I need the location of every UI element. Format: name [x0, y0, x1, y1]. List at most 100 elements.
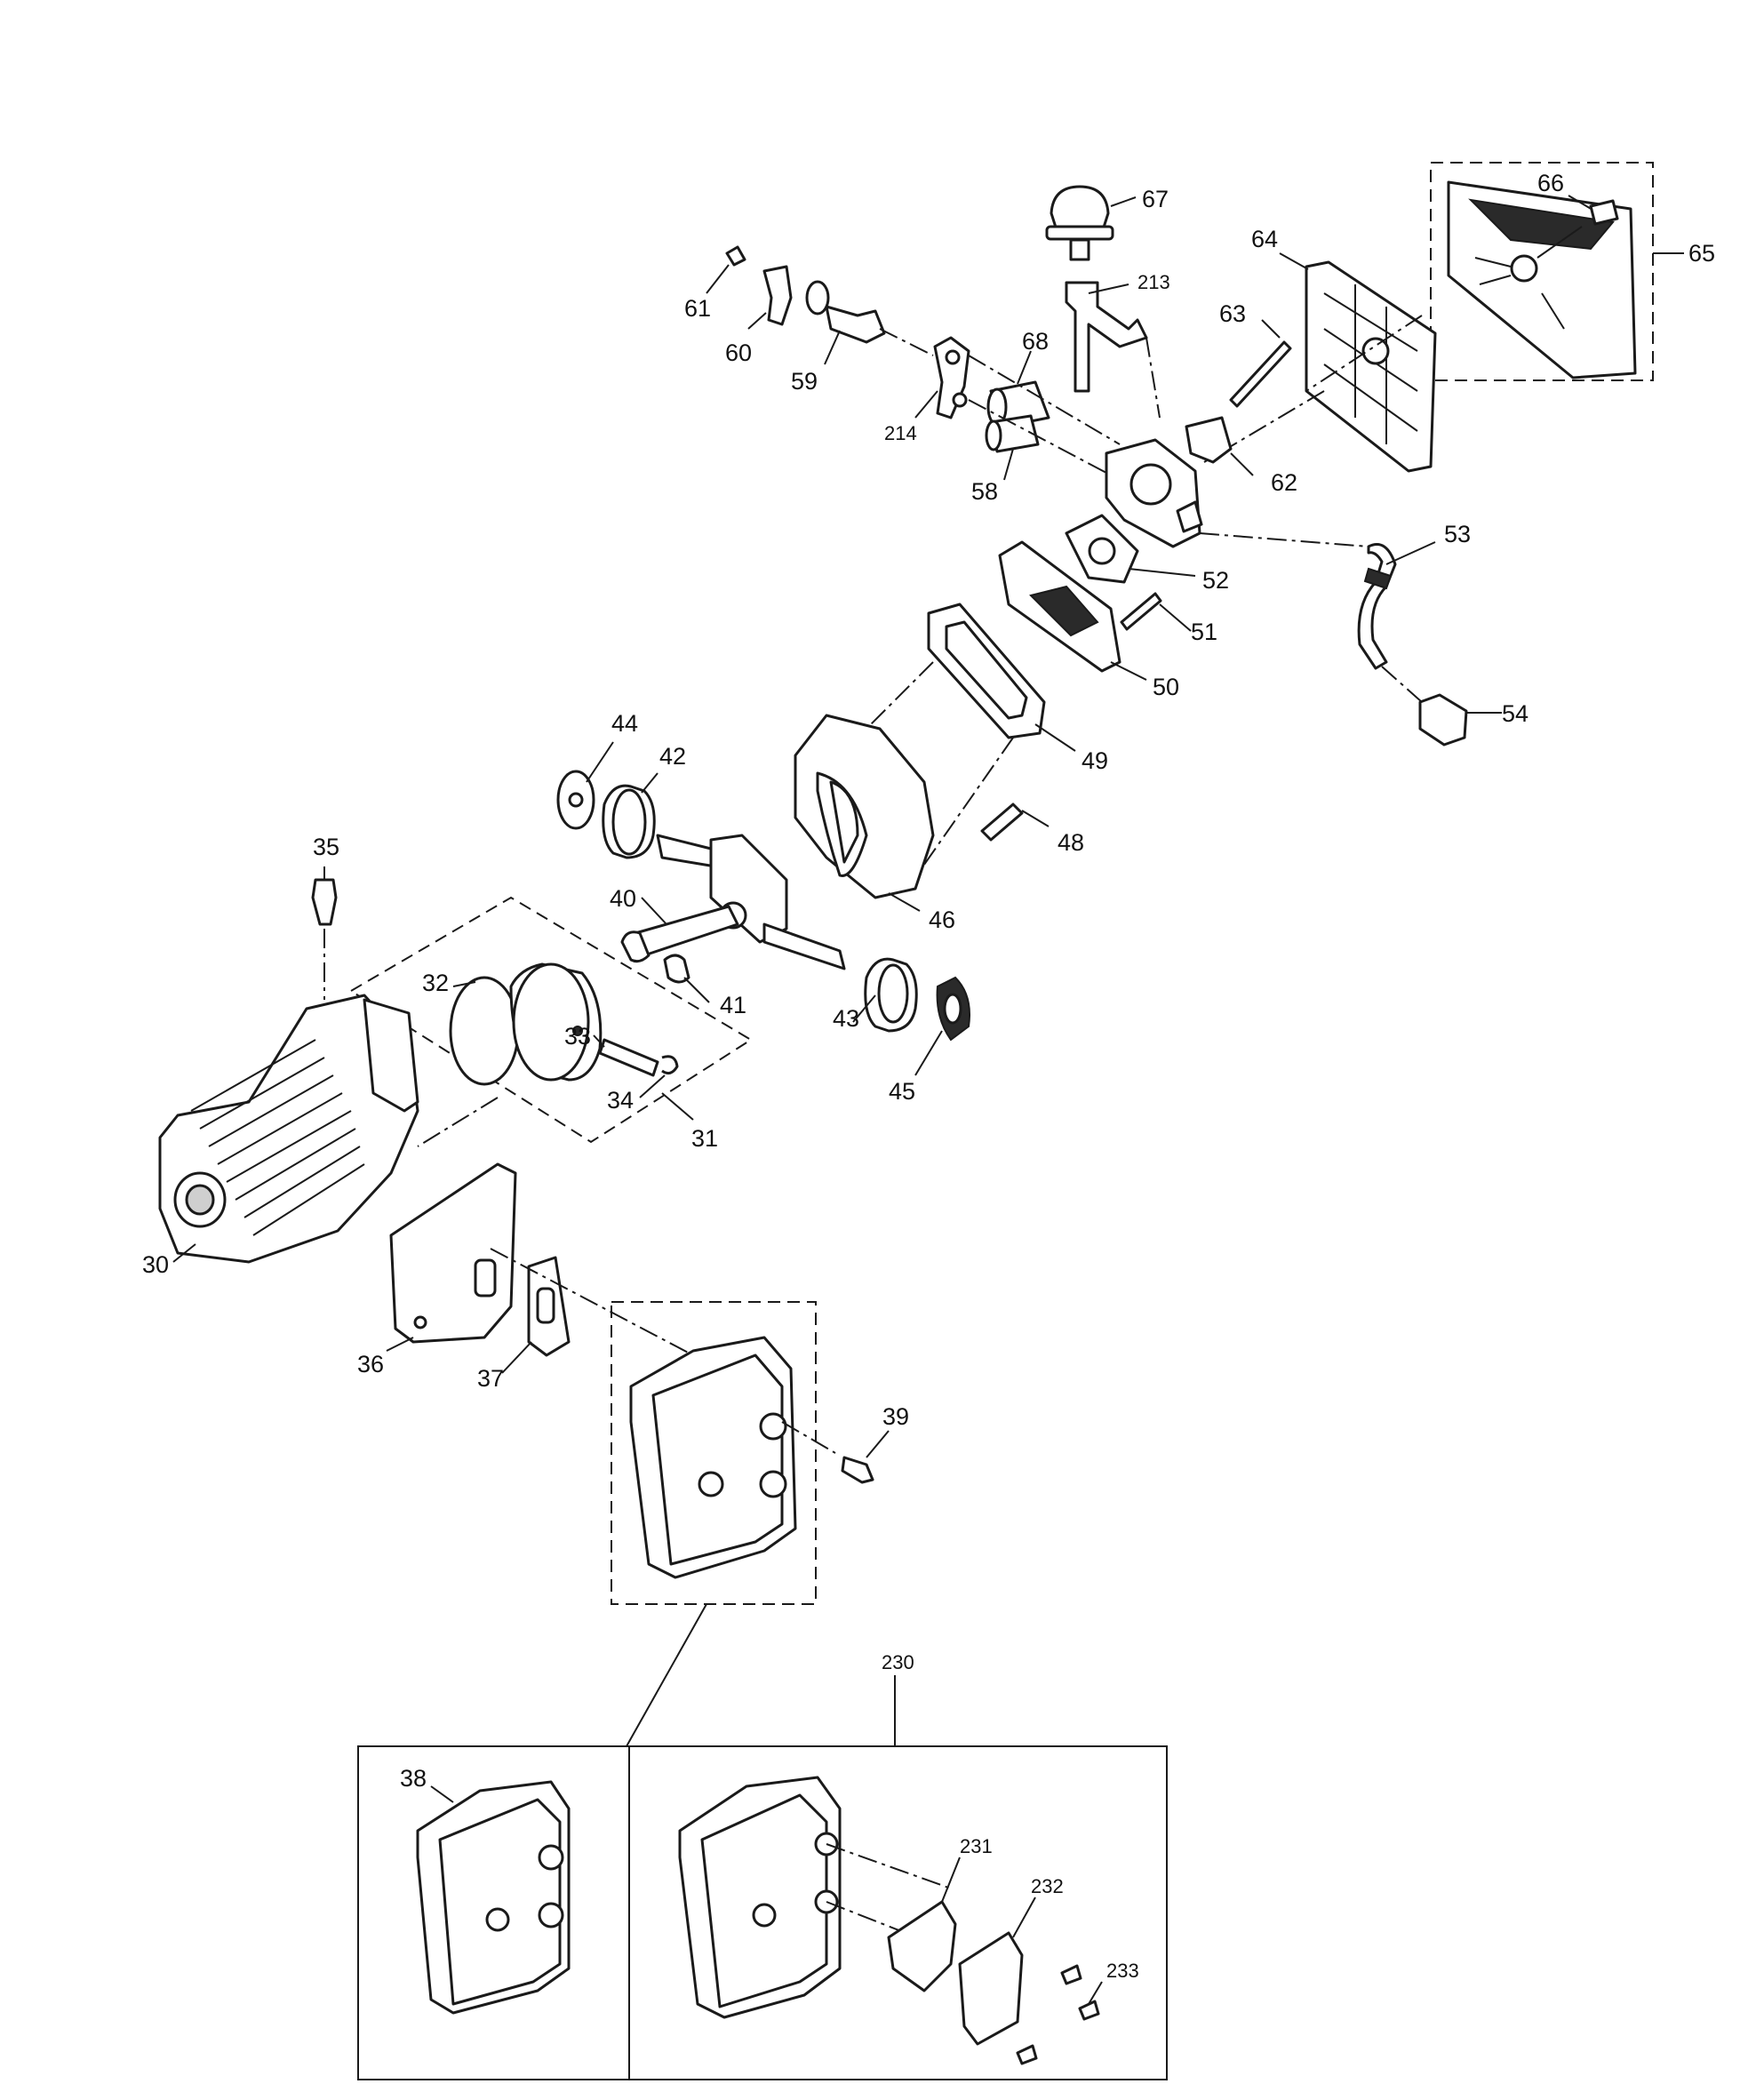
circlip-34[interactable]: [661, 1055, 679, 1075]
bearing-43-face: [877, 963, 909, 1024]
primer-tube-213[interactable]: [1065, 281, 1148, 393]
leader-31: [661, 1092, 694, 1121]
cover-screw-66[interactable]: [1589, 199, 1619, 226]
crankcase-46[interactable]: [794, 714, 935, 899]
leader-64: [1279, 252, 1309, 270]
washer-44-hole: [568, 792, 584, 808]
carb-bracket-62[interactable]: [1185, 416, 1233, 464]
callout-65: 65: [1688, 240, 1715, 267]
fuel-hose-group: [1357, 541, 1502, 747]
callout-45: 45: [889, 1078, 915, 1105]
air-filter-cover-boss: [1510, 254, 1538, 283]
carb-screw-63[interactable]: [1229, 340, 1292, 408]
callout-232: 232: [1031, 1875, 1064, 1897]
chain-line-intake: [821, 661, 1014, 872]
muffler-detail-230-hole-3: [752, 1903, 777, 1928]
leader-34: [639, 1074, 666, 1098]
leader-48: [1021, 810, 1050, 827]
seal-45-hole: [943, 993, 962, 1025]
muffler-face: [651, 1353, 784, 1566]
callout-61: 61: [684, 295, 711, 322]
piston-kit-group: [349, 896, 753, 1144]
muffler-hole-2: [759, 1470, 787, 1498]
leader-232: [1012, 1896, 1036, 1938]
bushing-58-end: [985, 419, 1002, 451]
choke-knob-60[interactable]: [762, 265, 793, 326]
callout-30: 30: [142, 1251, 169, 1278]
callout-60: 60: [725, 339, 752, 366]
chain-line-primer: [1145, 337, 1161, 419]
callout-labels: 30 31 32 33 34 35 36 37 38 39 40 41 42 4…: [142, 170, 1715, 1982]
leader-68: [1017, 350, 1032, 385]
leader-38: [430, 1785, 454, 1803]
leader-40: [641, 897, 667, 925]
leader-39: [866, 1430, 890, 1458]
leader-53: [1385, 541, 1436, 565]
callout-231: 231: [960, 1835, 993, 1857]
crankshaft-shaft-right: [762, 922, 846, 970]
leader-52: [1128, 568, 1196, 577]
leader-233: [1088, 1981, 1103, 2005]
group-box-31: [349, 896, 753, 1144]
connecting-rod-40[interactable]: [634, 905, 739, 957]
callout-38: 38: [400, 1765, 427, 1792]
chain-line-muffler: [490, 1248, 694, 1356]
piston-pin-hole: [572, 1026, 583, 1036]
plate-232[interactable]: [958, 1931, 1024, 2046]
screw-233a[interactable]: [1060, 1964, 1082, 1985]
callout-43: 43: [833, 1005, 859, 1032]
callout-67: 67: [1142, 186, 1169, 212]
callout-35: 35: [313, 834, 339, 860]
piston-ring-32[interactable]: [449, 976, 520, 1086]
callout-40: 40: [610, 885, 636, 912]
piston-pin-33[interactable]: [598, 1038, 659, 1077]
callout-37: 37: [477, 1365, 504, 1392]
screw-233c[interactable]: [1016, 2044, 1038, 2065]
leader-213: [1088, 283, 1129, 294]
leader-62: [1230, 452, 1254, 476]
chain-line-fuel-filter: [1381, 666, 1423, 703]
bearing-42-face: [611, 788, 647, 856]
needle-bearing-41[interactable]: [663, 954, 690, 984]
choke-shaft-59[interactable]: [825, 305, 886, 344]
muffler-hole-1: [759, 1412, 787, 1441]
exhaust-gasket-window: [536, 1287, 555, 1324]
callout-66: 66: [1537, 170, 1564, 196]
muffler-detail-38-hole-3: [485, 1907, 510, 1932]
leader-42: [641, 772, 659, 794]
leader-63: [1261, 319, 1281, 339]
crank-web[interactable]: [709, 834, 788, 944]
bolt-48[interactable]: [980, 802, 1024, 842]
callout-50: 50: [1153, 674, 1179, 700]
chain-line-choke: [879, 328, 934, 356]
fuel-filter-54[interactable]: [1418, 693, 1468, 747]
leader-49: [1034, 723, 1076, 752]
carburetor-bore: [1129, 463, 1172, 506]
leader-46: [888, 892, 921, 912]
bracket-231[interactable]: [887, 1900, 957, 1992]
washer-59a: [805, 280, 830, 315]
air-filter-group: [1203, 162, 1684, 473]
bolt-51[interactable]: [1120, 592, 1162, 631]
callout-63: 63: [1219, 300, 1246, 327]
carburetor-adjust: [1176, 500, 1203, 533]
chain-line-muffler-bolt: [781, 1421, 836, 1454]
bolt-35[interactable]: [311, 878, 338, 926]
leader-41: [683, 977, 710, 1003]
air-filter-hole: [1361, 337, 1390, 365]
bolt-39[interactable]: [841, 1456, 874, 1484]
muffler-detail-230-face: [700, 1793, 828, 2008]
heat-shield-hole: [413, 1315, 427, 1329]
choke-group: [706, 245, 970, 419]
leader-43: [852, 994, 876, 1023]
heat-shield-36[interactable]: [389, 1162, 517, 1344]
crankshaft-shaft-left: [656, 834, 717, 868]
heat-shield-window: [474, 1258, 497, 1298]
rod-small-end: [620, 930, 651, 963]
callout-59: 59: [791, 368, 818, 395]
callout-41: 41: [720, 992, 746, 1018]
callout-31: 31: [691, 1125, 718, 1152]
screw-61[interactable]: [725, 245, 746, 267]
primer-bulb-67[interactable]: [1050, 185, 1110, 235]
bushing-group: [968, 350, 1121, 481]
